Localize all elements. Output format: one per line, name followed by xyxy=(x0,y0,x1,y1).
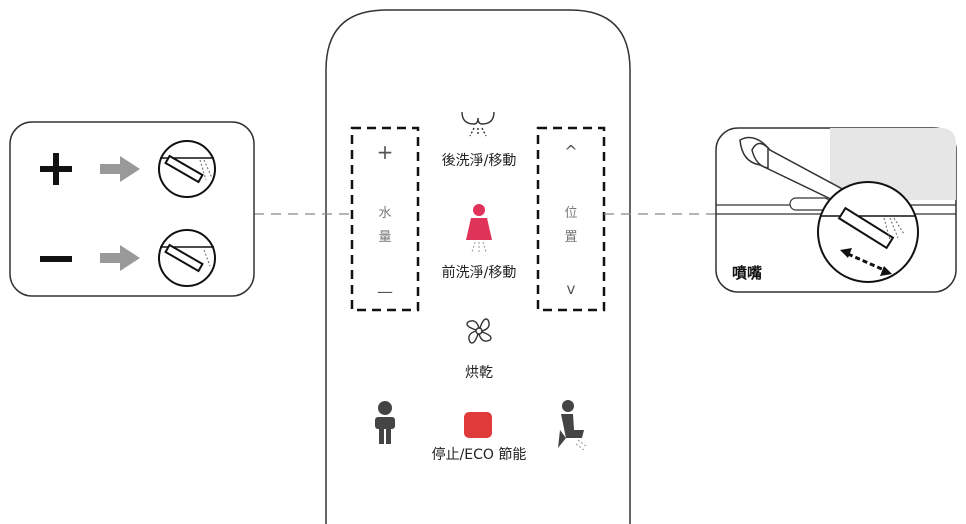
bidet-front-wash-icon xyxy=(466,204,492,253)
seated-person-icon xyxy=(558,400,587,451)
dryer-button-label[interactable]: 烘乾 xyxy=(465,365,493,381)
nozzle-label: 噴嘴 xyxy=(732,264,763,282)
nozzle-retracted-icon xyxy=(158,229,216,287)
standing-person-icon xyxy=(375,401,395,444)
front-wash-button-label[interactable]: 前洗淨/移動 xyxy=(441,265,517,281)
nozzle-extended-icon xyxy=(158,140,216,198)
position-label-top: 位 xyxy=(564,206,578,221)
position-down-button[interactable]: v xyxy=(566,280,576,298)
water-plus-button[interactable]: + xyxy=(376,140,394,164)
remote-outline xyxy=(325,9,631,524)
fan-icon xyxy=(466,318,492,344)
stop-eco-button[interactable] xyxy=(464,412,492,438)
water-label-bottom: 量 xyxy=(378,230,392,245)
bidet-rear-wash-icon xyxy=(461,111,495,137)
plus-icon xyxy=(40,153,72,185)
position-label-bottom: 置 xyxy=(564,230,578,245)
minus-icon xyxy=(40,256,72,262)
rear-wash-button-label[interactable]: 後洗淨/移動 xyxy=(441,153,517,169)
position-dashed-box xyxy=(536,126,606,312)
arrow-right-icon xyxy=(100,156,140,182)
water-dashed-box xyxy=(350,126,420,312)
nozzle-detail-icon xyxy=(817,181,919,283)
arrow-right-icon xyxy=(100,245,140,271)
left-panel-box xyxy=(9,121,255,297)
water-minus-button[interactable]: — xyxy=(377,282,393,301)
position-up-button[interactable]: ^ xyxy=(564,142,578,161)
stop-eco-label: 停止/ECO 節能 xyxy=(431,447,527,463)
water-label-top: 水 xyxy=(378,206,392,221)
